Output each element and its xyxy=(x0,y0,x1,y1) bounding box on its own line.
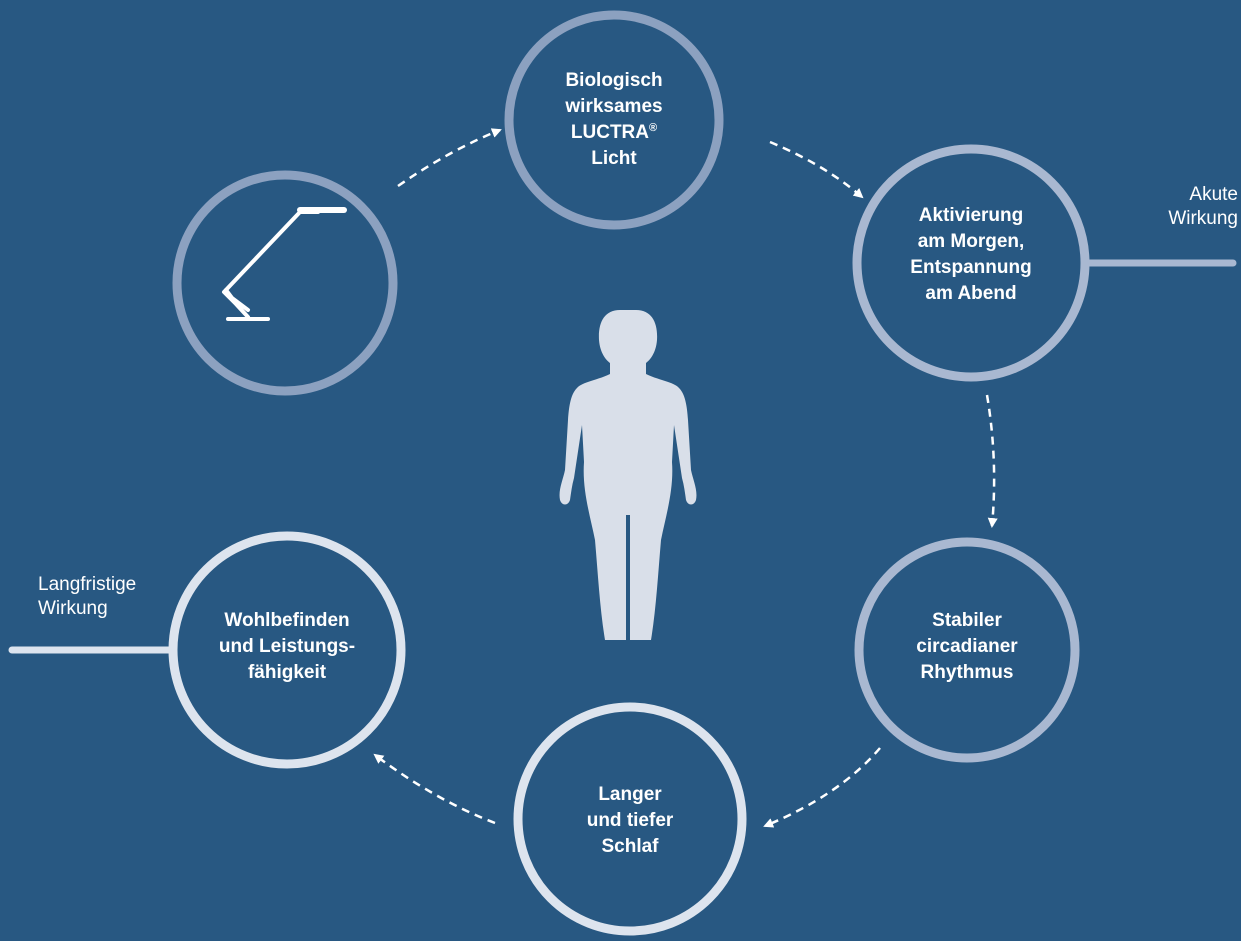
wellbeing-circle xyxy=(168,531,406,769)
sleep-circle xyxy=(513,702,747,936)
registered-trademark: ® xyxy=(649,122,658,134)
cycle-arrows xyxy=(373,128,998,828)
biological-light-circle xyxy=(504,10,724,230)
lamp-circle xyxy=(172,170,398,396)
arrow-lamp-to-light xyxy=(397,128,502,188)
rhythm-label: Stabiler circadianer Rhythmus xyxy=(916,610,1018,683)
wellbeing-label: Wohlbefinden und Leistungs- fähigkeit xyxy=(218,610,356,683)
desk-lamp-icon xyxy=(222,207,347,321)
longterm-effect-label: Langfristige Wirkung xyxy=(38,574,137,619)
rhythm-circle xyxy=(854,537,1080,763)
arrow-activation-to-rhythm xyxy=(985,394,998,528)
human-silhouette-icon xyxy=(559,310,697,640)
activation-label: Aktivierung am Morgen, Entspannung am Ab… xyxy=(910,205,1032,304)
acute-effect-label: Akute Wirkung xyxy=(1168,184,1238,229)
arrow-sleep-to-wellbeing xyxy=(373,753,496,825)
arrow-light-to-activation xyxy=(769,140,864,199)
sleep-label: Langer und tiefer Schlaf xyxy=(586,784,674,857)
activation-circle xyxy=(852,144,1090,382)
biological-light-label: Biologisch wirksames LUCTRA® Licht xyxy=(565,70,663,169)
